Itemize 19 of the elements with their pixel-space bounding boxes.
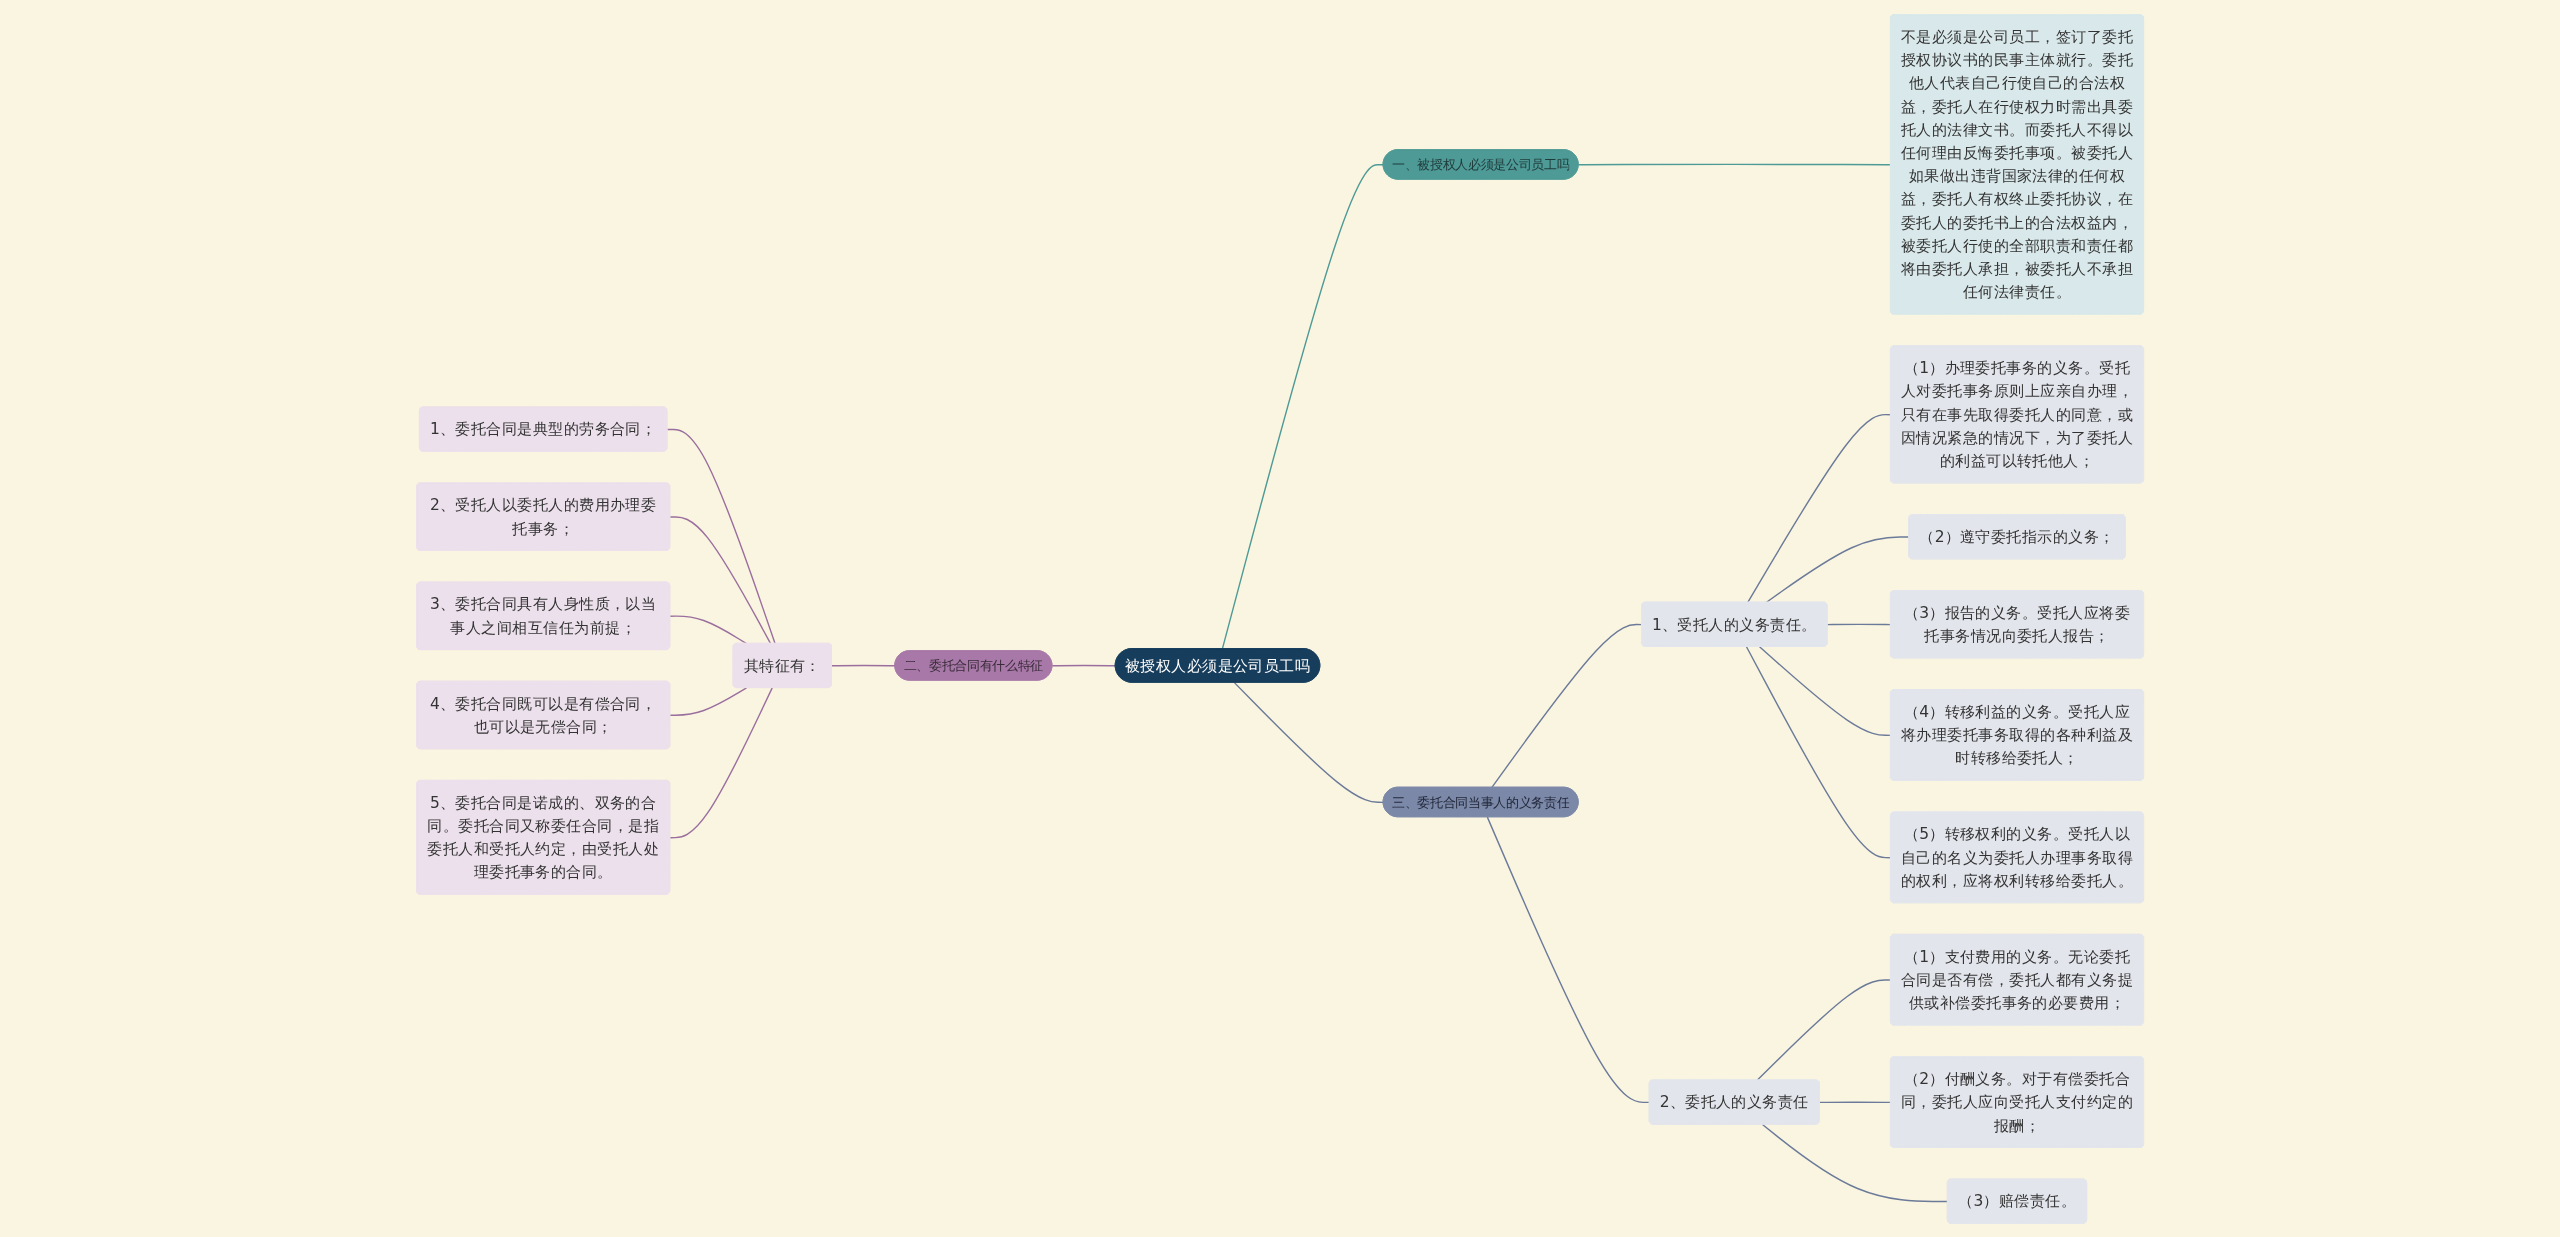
connector <box>666 428 776 644</box>
connector <box>1765 535 1910 603</box>
connector <box>1233 681 1385 803</box>
connector <box>1490 623 1643 788</box>
connector <box>831 664 896 666</box>
connector <box>1486 815 1651 1103</box>
connector <box>1747 413 1892 603</box>
connector <box>1221 163 1385 650</box>
connector <box>1761 1123 1949 1202</box>
connector <box>1756 978 1892 1081</box>
connector <box>1758 645 1892 736</box>
connector <box>669 686 748 716</box>
connector <box>1577 163 1892 165</box>
connector <box>1826 623 1892 625</box>
connector <box>1745 645 1892 858</box>
connector <box>1818 1100 1892 1103</box>
connector <box>669 515 772 644</box>
connector <box>669 686 773 838</box>
connector <box>1051 664 1117 666</box>
